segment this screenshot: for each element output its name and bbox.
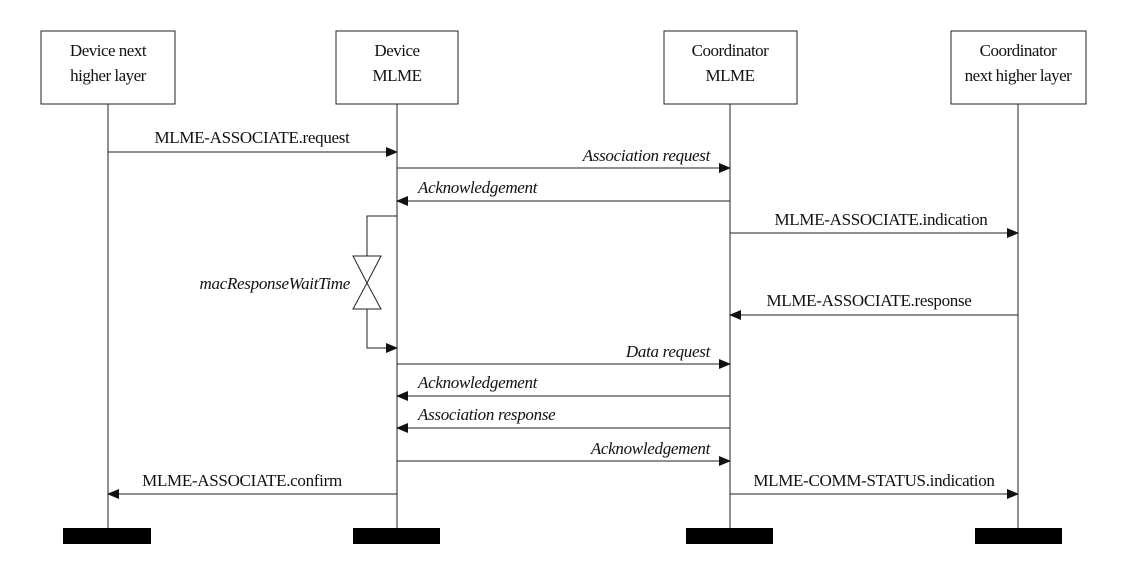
end-bar-coordinator-mlme [686,528,773,544]
participant-label-line2: MLME [373,66,422,85]
participant-label-line2: next higher layer [965,66,1073,85]
participant-coordinator-mlme: Coordinator MLME [663,30,798,105]
participant-label-line2: MLME [706,66,755,85]
participant-label-line1: Coordinator [980,41,1057,60]
message-association-response: Association response [396,405,730,433]
participant-label-line1: Device next [70,41,147,60]
message-label: MLME-ASSOCIATE.response [766,291,971,310]
message-label: Acknowledgement [417,373,539,392]
timer-label: macResponseWaitTime [200,274,351,293]
end-bar-coordinator-nhl [975,528,1062,544]
message-label: MLME-COMM-STATUS.indication [753,471,995,490]
message-data-request: Data request [397,342,731,369]
message-label: MLME-ASSOCIATE.request [154,128,350,147]
end-bar-device-mlme [353,528,440,544]
participant-device-mlme: Device MLME [335,30,459,105]
message-label: Data request [625,342,712,361]
participant-device-next-higher-layer: Device next higher layer [40,30,176,105]
message-mlme-associate-response: MLME-ASSOCIATE.response [729,291,1018,320]
message-mlme-comm-status-indication: MLME-COMM-STATUS.indication [730,471,1019,499]
hourglass-icon [352,255,382,285]
message-association-request: Association request [397,146,731,173]
end-bar-device-nhl [63,528,151,544]
message-label: MLME-ASSOCIATE.confirm [142,471,342,490]
message-label: Association response [417,405,556,424]
message-mlme-associate-confirm: MLME-ASSOCIATE.confirm [107,471,397,499]
message-label: MLME-ASSOCIATE.indication [774,210,988,229]
participant-coordinator-next-higher-layer: Coordinator next higher layer [950,30,1087,105]
message-mlme-associate-request: MLME-ASSOCIATE.request [108,128,398,157]
message-acknowledgement-1: Acknowledgement [396,178,730,206]
message-acknowledgement-2: Acknowledgement [396,373,730,401]
message-label: Acknowledgement [417,178,539,197]
message-acknowledgement-3: Acknowledgement [397,439,731,466]
message-label: Association request [582,146,712,165]
participant-label-line1: Device [374,41,419,60]
message-label: Acknowledgement [590,439,712,458]
participant-label-line2: higher layer [70,66,146,85]
hourglass-icon-bottom [352,281,382,310]
message-mlme-associate-indication: MLME-ASSOCIATE.indication [730,210,1019,238]
participant-label-line1: Coordinator [692,41,769,60]
timer-mac-response-wait-time: macResponseWaitTime [200,215,398,353]
